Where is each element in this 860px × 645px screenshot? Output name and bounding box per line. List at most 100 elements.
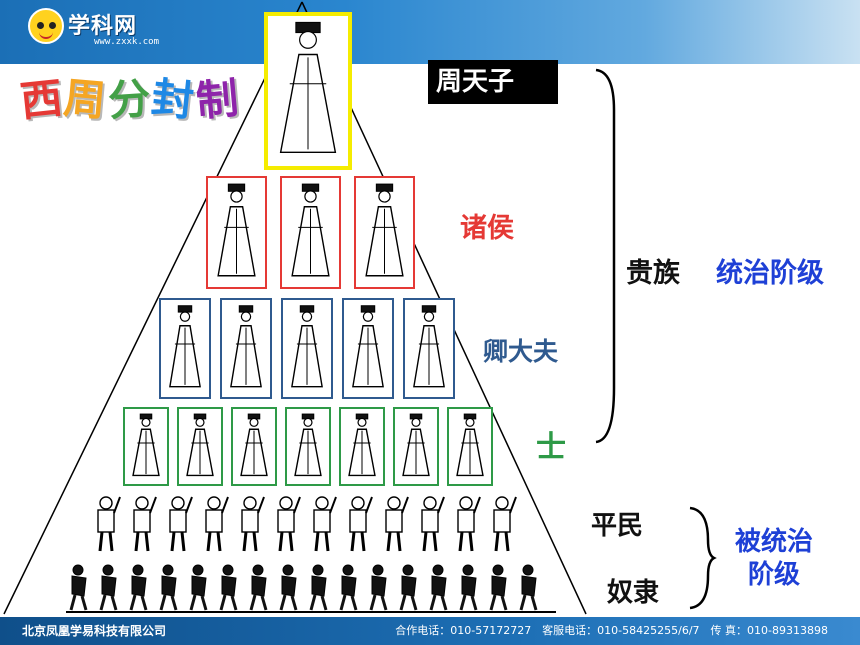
slave-leg [369,594,377,611]
commoner-leg [324,531,330,552]
slave-leg [339,594,347,611]
slave-leg [260,595,268,611]
header-band [0,0,860,64]
commoner-head [495,496,509,510]
commoner-leg [350,531,356,552]
slave-leg [500,595,508,611]
figure-head [357,417,367,427]
commoner-body [493,509,511,533]
slave-leg [110,595,118,611]
figure-head [362,311,374,322]
nobility-brace [595,68,616,444]
slave-head [222,564,234,576]
commoner-leg [134,531,140,552]
logo-mascot-icon [28,8,64,44]
slave-leg [189,594,197,611]
label-commoners: 平民 [591,511,644,541]
label-feudal-lords: 诸侯 [460,213,514,244]
slave-leg [219,594,227,611]
commoner-leg [242,531,248,552]
commoner-body [457,509,475,533]
commoner-tool [509,496,517,514]
slave-body [71,575,87,597]
figure-head [299,30,317,49]
slave-leg [309,594,317,611]
commoner-head [387,496,401,510]
figure-hat [360,305,376,313]
slave-leg [99,594,107,611]
slave-body [251,575,267,597]
figure-head [141,417,151,427]
pyramid-left-edge [3,1,303,615]
commoner-leg [278,531,284,552]
commoner-leg [422,531,428,552]
commoner-leg [432,531,438,552]
commoner-body [349,509,367,533]
slave-head [282,564,294,576]
figure-hat [299,305,315,313]
slave-leg [80,595,88,611]
figure-hat [238,305,254,313]
slave-body [401,575,417,597]
slave-leg [410,595,418,611]
figure-head [378,190,391,203]
slave-head [312,564,324,576]
commoner-head [243,496,257,510]
slave-leg [519,594,527,611]
commoner-leg [458,531,464,552]
slave-body [191,575,207,597]
logo-name: 学科网 [68,14,138,39]
slave-leg [429,594,437,611]
commoner-leg [144,531,150,552]
slave-leg [380,595,388,611]
commoner-tool [149,496,157,514]
figure-hat [177,305,193,313]
commoner-head [279,496,293,510]
slave-leg [290,595,298,611]
slave-leg [159,594,167,611]
commoner-tool [329,496,337,514]
slave-leg [200,595,208,611]
commoner-leg [252,531,258,552]
commoner-leg [494,531,500,552]
figure-head [249,417,259,427]
slave-leg [69,594,77,611]
figure-hat [421,305,437,313]
commoner-leg [108,531,114,552]
commoner-body [385,509,403,533]
commoner-leg [98,531,104,552]
logo-url: www.zxxk.com [94,37,160,47]
commoner-tool [113,496,121,514]
commoner-leg [468,531,474,552]
commoner-head [99,496,113,510]
label-nobility: 贵族 [626,258,680,289]
commoner-body [97,509,115,533]
footer-contact: 合作电话：010-57172727 客服电话：010-58425255/6/7 … [395,624,828,637]
slave-body [311,575,327,597]
slave-leg [399,594,407,611]
commoner-leg [170,531,176,552]
label-ruling-class: 统治阶级 [716,258,824,289]
figure-hat [375,183,394,192]
commoner-body [241,509,259,533]
commoner-body [133,509,151,533]
commoner-tool [257,496,265,514]
slave-leg [129,594,137,611]
commoner-leg [206,531,212,552]
slave-head [522,564,534,576]
figure-hat [227,183,246,192]
commoner-head [351,496,365,510]
slave-body [101,575,117,597]
commoner-leg [180,531,186,552]
figure-head [195,417,205,427]
slave-body [131,575,147,597]
slave-leg [320,595,328,611]
site-logo[interactable]: 学科网 www.zxxk.com [28,6,160,56]
slave-head [132,564,144,576]
label-ruled-class: 被统治阶级 [734,527,813,590]
commoner-head [171,496,185,510]
slave-head [102,564,114,576]
slave-body [521,575,537,597]
slave-leg [350,595,358,611]
